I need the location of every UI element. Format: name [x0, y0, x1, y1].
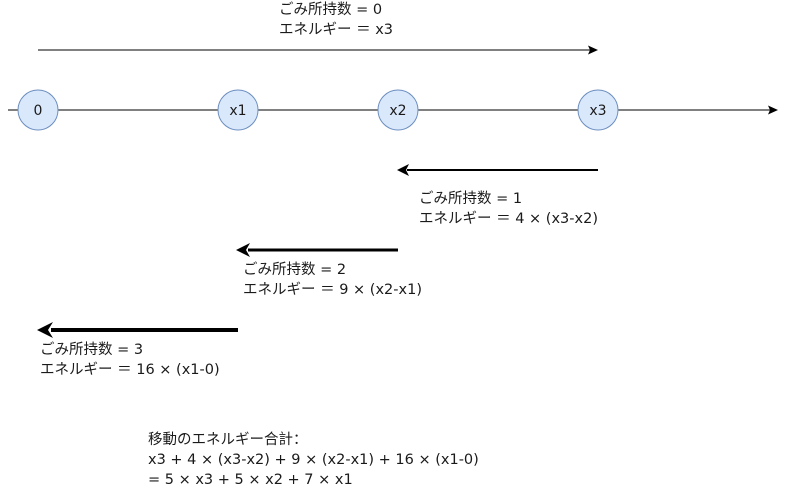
forward-label: ごみ所持数 = 0 エネルギー ＝ x3	[279, 0, 393, 40]
back1-count: ごみ所持数 = 1	[419, 191, 523, 207]
back2-energy: エネルギー ＝ 9 × (x2-x1)	[243, 282, 422, 298]
back3-energy: エネルギー ＝ 16 × (x1-0)	[40, 362, 220, 378]
node-0: 0	[17, 89, 59, 131]
node-circle	[217, 89, 259, 131]
node-circle	[17, 89, 59, 131]
summary-formula: x3 + 4 × (x3-x2) + 9 × (x2-x1) + 16 × (x…	[148, 452, 479, 468]
forward-arrowhead	[588, 45, 598, 55]
back-arrowhead-2	[236, 243, 250, 257]
node-x2: x2	[377, 89, 419, 131]
node-circle	[377, 89, 419, 131]
number-line-arrowhead	[768, 105, 778, 115]
forward-count: ごみ所持数 = 0	[279, 2, 383, 18]
back-arrowhead-1	[397, 164, 409, 176]
back2-count: ごみ所持数 = 2	[243, 262, 347, 278]
back1-label: ごみ所持数 = 1 エネルギー ＝ 4 × (x3-x2)	[419, 189, 598, 229]
forward-energy: エネルギー ＝ x3	[279, 22, 394, 38]
back3-label: ごみ所持数 = 3 エネルギー ＝ 16 × (x1-0)	[40, 340, 220, 380]
node-label: 0	[34, 103, 43, 119]
energy-summary: 移動のエネルギー合計： x3 + 4 × (x3-x2) + 9 × (x2-x…	[148, 430, 479, 490]
back3-count: ごみ所持数 = 3	[40, 342, 144, 358]
back-arrowhead-3	[37, 322, 53, 338]
node-x3: x3	[577, 89, 619, 131]
node-label: x3	[589, 103, 606, 119]
node-label: x2	[389, 103, 406, 119]
node-circle	[577, 89, 619, 131]
summary-title: 移動のエネルギー合計：	[148, 432, 308, 448]
summary-simplified: = 5 × x3 + 5 × x2 + 7 × x1	[148, 472, 353, 488]
node-label: x1	[229, 103, 246, 119]
node-x1: x1	[217, 89, 259, 131]
back2-label: ごみ所持数 = 2 エネルギー ＝ 9 × (x2-x1)	[243, 260, 422, 300]
back1-energy: エネルギー ＝ 4 × (x3-x2)	[419, 211, 598, 227]
